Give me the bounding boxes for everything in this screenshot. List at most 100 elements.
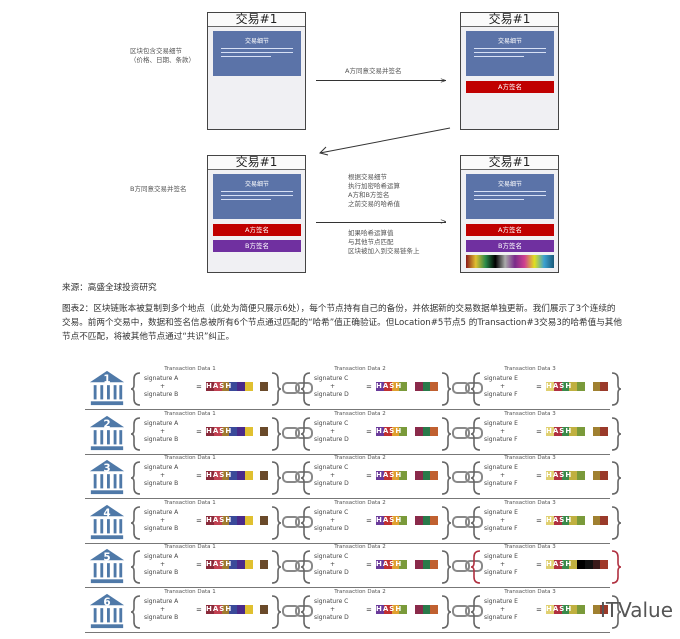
chain-icon (282, 382, 300, 394)
details-panel: 交易细节 (466, 174, 554, 219)
hash-text: HASH (376, 426, 403, 435)
plus-sign: + (330, 472, 336, 479)
signature-1: signature A (144, 597, 179, 605)
right-brace-icon (441, 416, 452, 451)
hash-text: HASH (206, 515, 233, 524)
bank-icon: 6 (89, 593, 125, 628)
details-label: 交易细节 (497, 181, 522, 188)
hash-bar: HASH (206, 560, 268, 569)
transaction-1: Transaction Data 1 signature A + signatu… (130, 588, 313, 632)
ledger-row: 3 Transaction Data 1 signature A + signat… (85, 454, 622, 499)
signature-2: signature B (144, 391, 179, 398)
chain-icon (282, 471, 300, 483)
transaction-3: Transaction Data 3 signature E + signatu… (470, 543, 635, 587)
signature-2: signature D (314, 613, 349, 621)
plus-sign: + (160, 427, 166, 435)
equals-sign: = (196, 516, 202, 525)
plus-sign: + (160, 516, 166, 524)
left-brace-icon (130, 416, 141, 451)
signature-1: signature E (484, 375, 518, 382)
right-brace-icon (271, 416, 282, 451)
signature-2: signature F (484, 613, 518, 621)
transaction-2: Transaction Data 2 signature C + signatu… (300, 499, 483, 543)
signature-1: signature C (314, 553, 349, 560)
transaction-title: Transaction Data 3 (504, 499, 556, 506)
hash-text: HASH (206, 382, 233, 390)
location-number: 2 (103, 418, 110, 430)
plus-sign: + (330, 383, 336, 390)
block-title: 交易#1 (461, 13, 558, 27)
left-brace-icon (300, 550, 311, 584)
signature-1: signature E (484, 464, 518, 471)
right-brace-icon (271, 594, 282, 629)
hash-bar: HASH (376, 515, 438, 525)
equals-sign: = (366, 605, 372, 614)
signature-1: signature E (484, 553, 518, 560)
left-brace-icon (300, 372, 311, 406)
right-brace-icon (271, 505, 282, 540)
right-brace-icon (271, 550, 282, 584)
left-brace-icon (130, 550, 141, 584)
signature-1: signature E (484, 419, 518, 427)
chain-icon (282, 426, 300, 439)
right-brace-icon (611, 461, 622, 495)
equals-sign: = (196, 472, 202, 480)
transaction-title: Transaction Data 3 (504, 455, 556, 461)
signature-1: signature C (314, 464, 349, 471)
right-brace-icon (271, 461, 282, 495)
block-title: 交易#1 (461, 156, 558, 170)
hash-bar: HASH (206, 426, 268, 436)
block-hashed: 交易#1 交易细节 A方签名 B方签名 (460, 155, 559, 273)
hash-text: HASH (206, 604, 233, 613)
hash-bar: HASH (546, 471, 608, 480)
block-title: 交易#1 (208, 13, 305, 27)
left-brace-icon (470, 550, 481, 584)
location-number: 3 (103, 462, 110, 474)
hash-bar: HASH (206, 515, 268, 525)
hash-bar: HASH (376, 560, 438, 569)
signature-1: signature C (314, 597, 349, 605)
chain-icon (452, 426, 470, 439)
plus-sign: + (330, 427, 336, 435)
signature-1: signature C (314, 375, 349, 382)
hash-text: HASH (206, 471, 233, 479)
transaction-1: Transaction Data 1 signature A + signatu… (130, 454, 313, 498)
signature-2: signature B (144, 435, 179, 443)
right-brace-icon (441, 594, 452, 629)
chain-icon (452, 382, 470, 394)
arrow-back (319, 127, 451, 156)
transaction-1: Transaction Data 1 signature A + signatu… (130, 499, 313, 543)
note-line: （价格、日期、条款） (130, 56, 195, 64)
signature-2: signature B (144, 480, 179, 487)
signature-1: signature A (144, 375, 179, 382)
transaction-title: Transaction Data 3 (504, 544, 556, 550)
transaction-title: Transaction Data 3 (504, 410, 556, 417)
signature-1: signature A (144, 553, 179, 560)
equals-sign: = (196, 383, 202, 391)
arrow1-label: A方同意交易并签名 (345, 67, 402, 75)
transaction-title: Transaction Data 1 (164, 410, 216, 417)
hash-text: HASH (376, 471, 403, 479)
hash-text: HASH (546, 560, 573, 568)
details-label: 交易细节 (244, 38, 269, 45)
signature-2: signature F (484, 524, 518, 532)
right-brace-icon (441, 461, 452, 495)
note-block: 区块包含交易细节（价格、日期、条款） (130, 47, 195, 65)
transaction-3: Transaction Data 3 signature E + signatu… (470, 410, 635, 454)
note-b: B方同意交易并签名 (130, 185, 187, 193)
equals-sign: = (366, 427, 372, 436)
hash-text: HASH (546, 471, 573, 479)
hash-bar: HASH (546, 426, 608, 436)
hash-text: HASH (376, 382, 403, 390)
left-brace-icon (470, 372, 481, 406)
hash-text: HASH (546, 382, 573, 390)
right-brace-icon (611, 594, 622, 629)
equals-sign: = (536, 605, 542, 614)
equals-sign: = (366, 561, 372, 569)
left-brace-icon (300, 594, 311, 629)
chain-icon (282, 604, 300, 617)
